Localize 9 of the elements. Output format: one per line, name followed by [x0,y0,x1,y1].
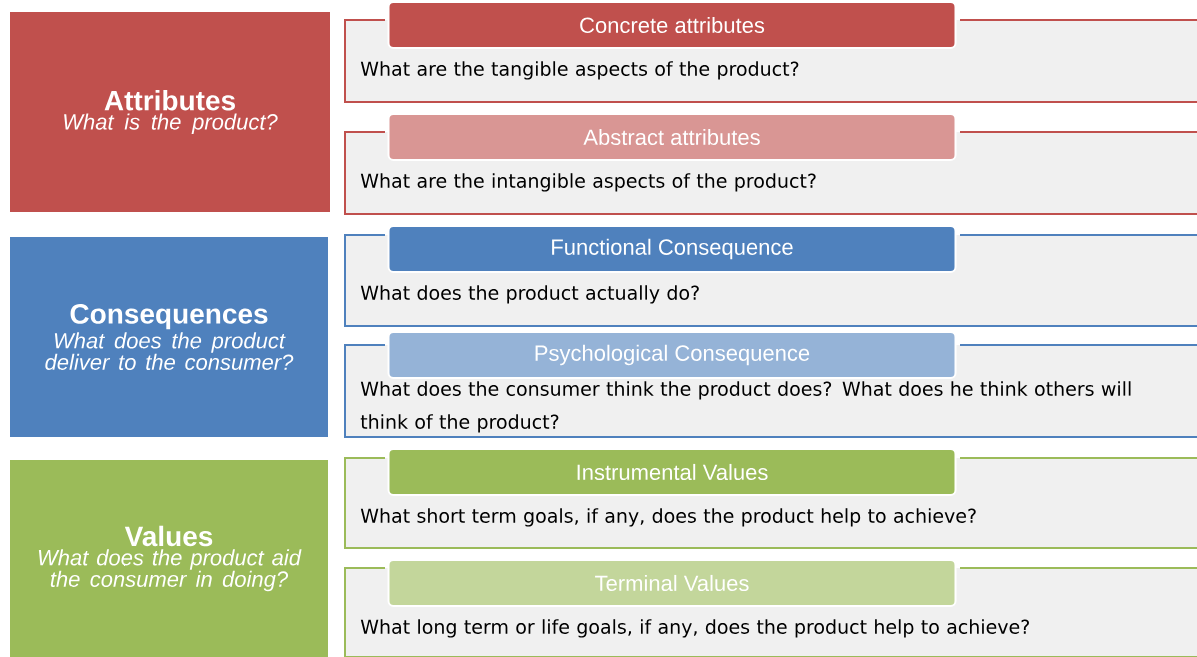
question-panel: Concrete attributes What are the tangible aspects of the product? [344,1,1197,103]
question-panel: Psychological Consequence What does the consumer think the product does? What does he think others will think of the product? [344,331,1197,438]
category-box: Consequences What does the product deliver to the consumer? [10,237,328,437]
question-panel: Terminal Values What long term or life goals, if any, does the product help to achieve? [344,559,1197,657]
category-box: Attributes What is the product? [10,12,330,212]
category-box: Values What does the product aid the consumer in doing? [10,460,328,657]
question-panel: Instrumental Values What short term goals, if any, does the product help to achieve? [344,448,1197,549]
question-panel: Functional Consequence What does the product actually do? [344,225,1197,327]
question-panel: Abstract attributes What are the intangible aspects of the product? [344,113,1197,215]
